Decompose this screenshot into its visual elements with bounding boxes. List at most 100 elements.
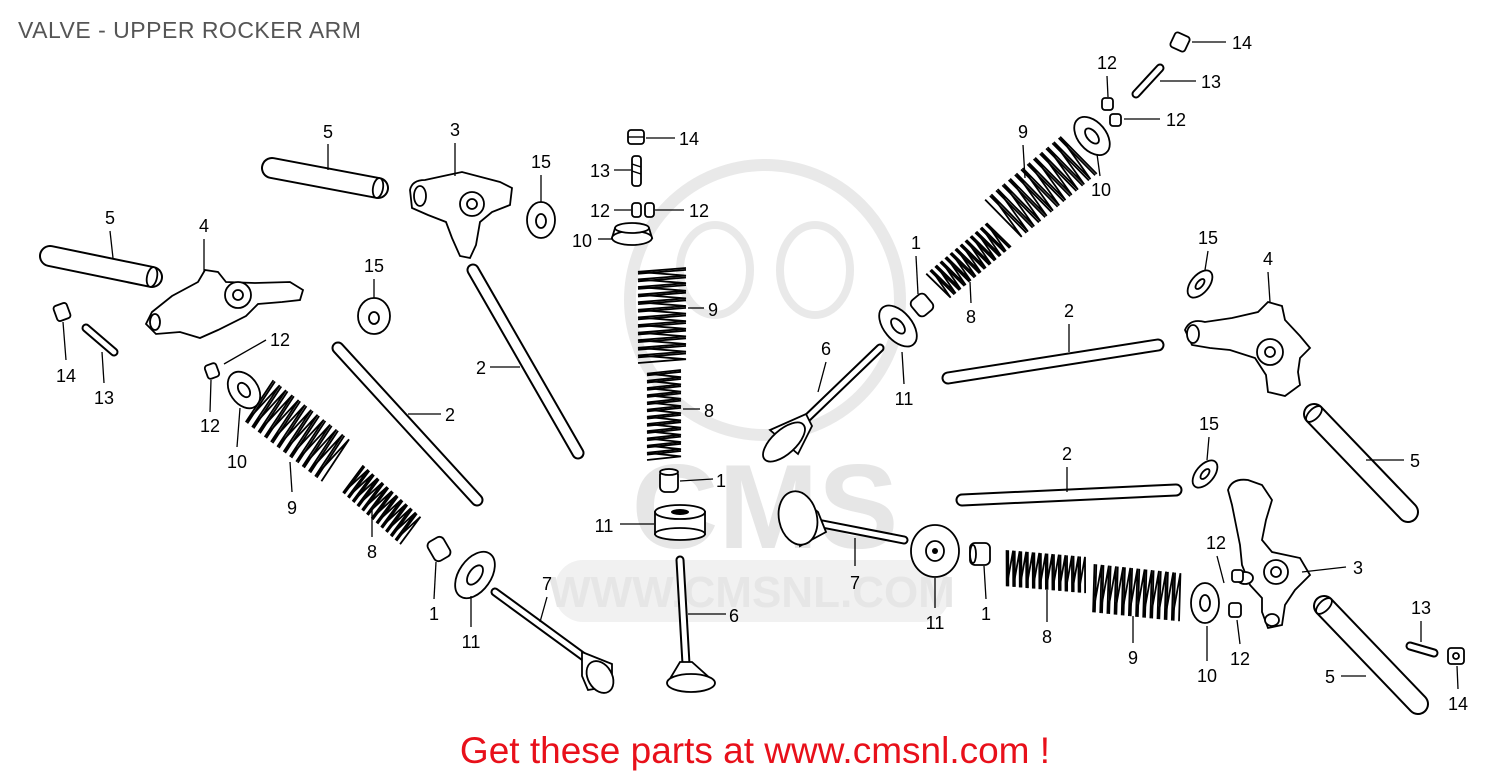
callout-label: 1 <box>911 233 921 253</box>
callout-label: 13 <box>1201 72 1221 92</box>
rocker-arm <box>1184 300 1312 397</box>
callout-label: 15 <box>531 152 551 172</box>
stem-seal <box>659 468 679 493</box>
callout-label: 12 <box>590 201 610 221</box>
callout-label: 4 <box>1263 249 1273 269</box>
callout-label: 1 <box>716 471 726 491</box>
callout-label: 5 <box>1410 451 1420 471</box>
callout: 2 <box>408 405 455 425</box>
lock-nut <box>52 302 72 322</box>
exhaust-valve <box>777 490 909 548</box>
spring-seat <box>910 524 960 578</box>
callout: 15 <box>364 256 384 298</box>
callout-label: 13 <box>590 161 610 181</box>
callout-label: 2 <box>1064 301 1074 321</box>
rocker-shaft <box>1303 403 1419 523</box>
callout: 13 <box>1411 598 1431 642</box>
callout: 12 <box>200 379 220 436</box>
callout: 7 <box>539 574 552 623</box>
callout-label: 12 <box>200 416 220 436</box>
callout: 10 <box>572 231 612 251</box>
stem-seal <box>426 535 452 563</box>
push-rod <box>941 338 1165 385</box>
push-rod <box>331 341 484 507</box>
diagram-title: VALVE - UPPER ROCKER ARM <box>18 17 361 43</box>
callout-label: 12 <box>1230 649 1250 669</box>
spring-retainer <box>226 370 262 410</box>
callout: 11 <box>895 351 913 409</box>
callout: 2 <box>476 358 520 378</box>
rocker-arm-washer <box>526 201 556 239</box>
callout-label: 15 <box>1198 228 1218 248</box>
spring-seat <box>454 550 496 600</box>
rocker-arm <box>144 269 305 339</box>
callout: 11 <box>462 596 480 652</box>
callout-label: 9 <box>287 498 297 518</box>
inner-valve-spring <box>926 221 1011 300</box>
intake-valve <box>666 555 716 693</box>
callout: 9 <box>287 461 297 518</box>
callout: 3 <box>450 120 460 176</box>
callout-label: 9 <box>1128 648 1138 668</box>
stem-seal <box>969 542 991 566</box>
callout-label: 7 <box>850 573 860 593</box>
callout: 12 <box>1124 110 1186 130</box>
callout: 1 <box>911 233 921 295</box>
callout-label: 12 <box>1097 53 1117 73</box>
callout-label: 8 <box>966 307 976 327</box>
callout-label: 9 <box>708 300 718 320</box>
callout-label: 5 <box>1325 667 1335 687</box>
callout: 8 <box>683 401 714 421</box>
callout-label: 10 <box>572 231 592 251</box>
rocker-arm-washer <box>1191 459 1219 489</box>
callout: 1 <box>981 565 991 624</box>
callout-label: 15 <box>1199 414 1219 434</box>
callout: 2 <box>1064 301 1074 352</box>
callout: 13 <box>590 161 631 181</box>
callout-label: 12 <box>1166 110 1186 130</box>
callout: 11 <box>595 516 654 536</box>
callout-label: 9 <box>1018 122 1028 142</box>
callout-label: 1 <box>981 604 991 624</box>
footer-cta: Get these parts at www.cmsnl.com ! <box>460 730 1050 771</box>
rocker-shaft <box>1313 595 1429 715</box>
callout: 1 <box>679 471 726 491</box>
callout-label: 5 <box>105 208 115 228</box>
callout: 6 <box>817 339 831 393</box>
callout-label: 12 <box>270 330 290 350</box>
callout: 14 <box>1448 665 1468 714</box>
outer-valve-spring <box>638 268 686 363</box>
spring-seat <box>878 304 918 348</box>
callout-label: 3 <box>450 120 460 140</box>
spring-retainer <box>1073 115 1111 157</box>
inner-valve-spring <box>1003 550 1088 593</box>
watermark-url: WWW.CMSNL.COM <box>549 568 955 617</box>
callout: 12 <box>590 201 631 221</box>
callout-label: 10 <box>227 452 247 472</box>
rocker-arm <box>409 171 513 260</box>
rocker-shaft <box>39 245 163 288</box>
lock-nut <box>1169 31 1191 53</box>
callout-label: 13 <box>94 388 114 408</box>
callout: 10 <box>227 407 247 472</box>
inner-valve-spring <box>341 465 423 544</box>
callout: 7 <box>850 538 860 593</box>
outer-valve-spring <box>1089 564 1184 621</box>
callout: 14 <box>56 321 76 386</box>
callout-label: 1 <box>429 604 439 624</box>
push-rod <box>955 483 1183 507</box>
adjusting-screw <box>1405 641 1439 658</box>
callout: 9 <box>1128 616 1138 668</box>
callout: 9 <box>1018 122 1028 179</box>
watermark-band <box>555 560 950 622</box>
callout: 3 <box>1301 558 1363 578</box>
spring-retainer <box>1190 582 1220 624</box>
callout-label: 2 <box>445 405 455 425</box>
callout: 14 <box>646 129 699 149</box>
callout: 13 <box>1160 72 1221 92</box>
callout-label: 14 <box>56 366 76 386</box>
callout-label: 6 <box>729 606 739 626</box>
rocker-shaft <box>261 157 389 199</box>
callout: 15 <box>1198 228 1218 271</box>
intake-valve <box>762 343 885 463</box>
